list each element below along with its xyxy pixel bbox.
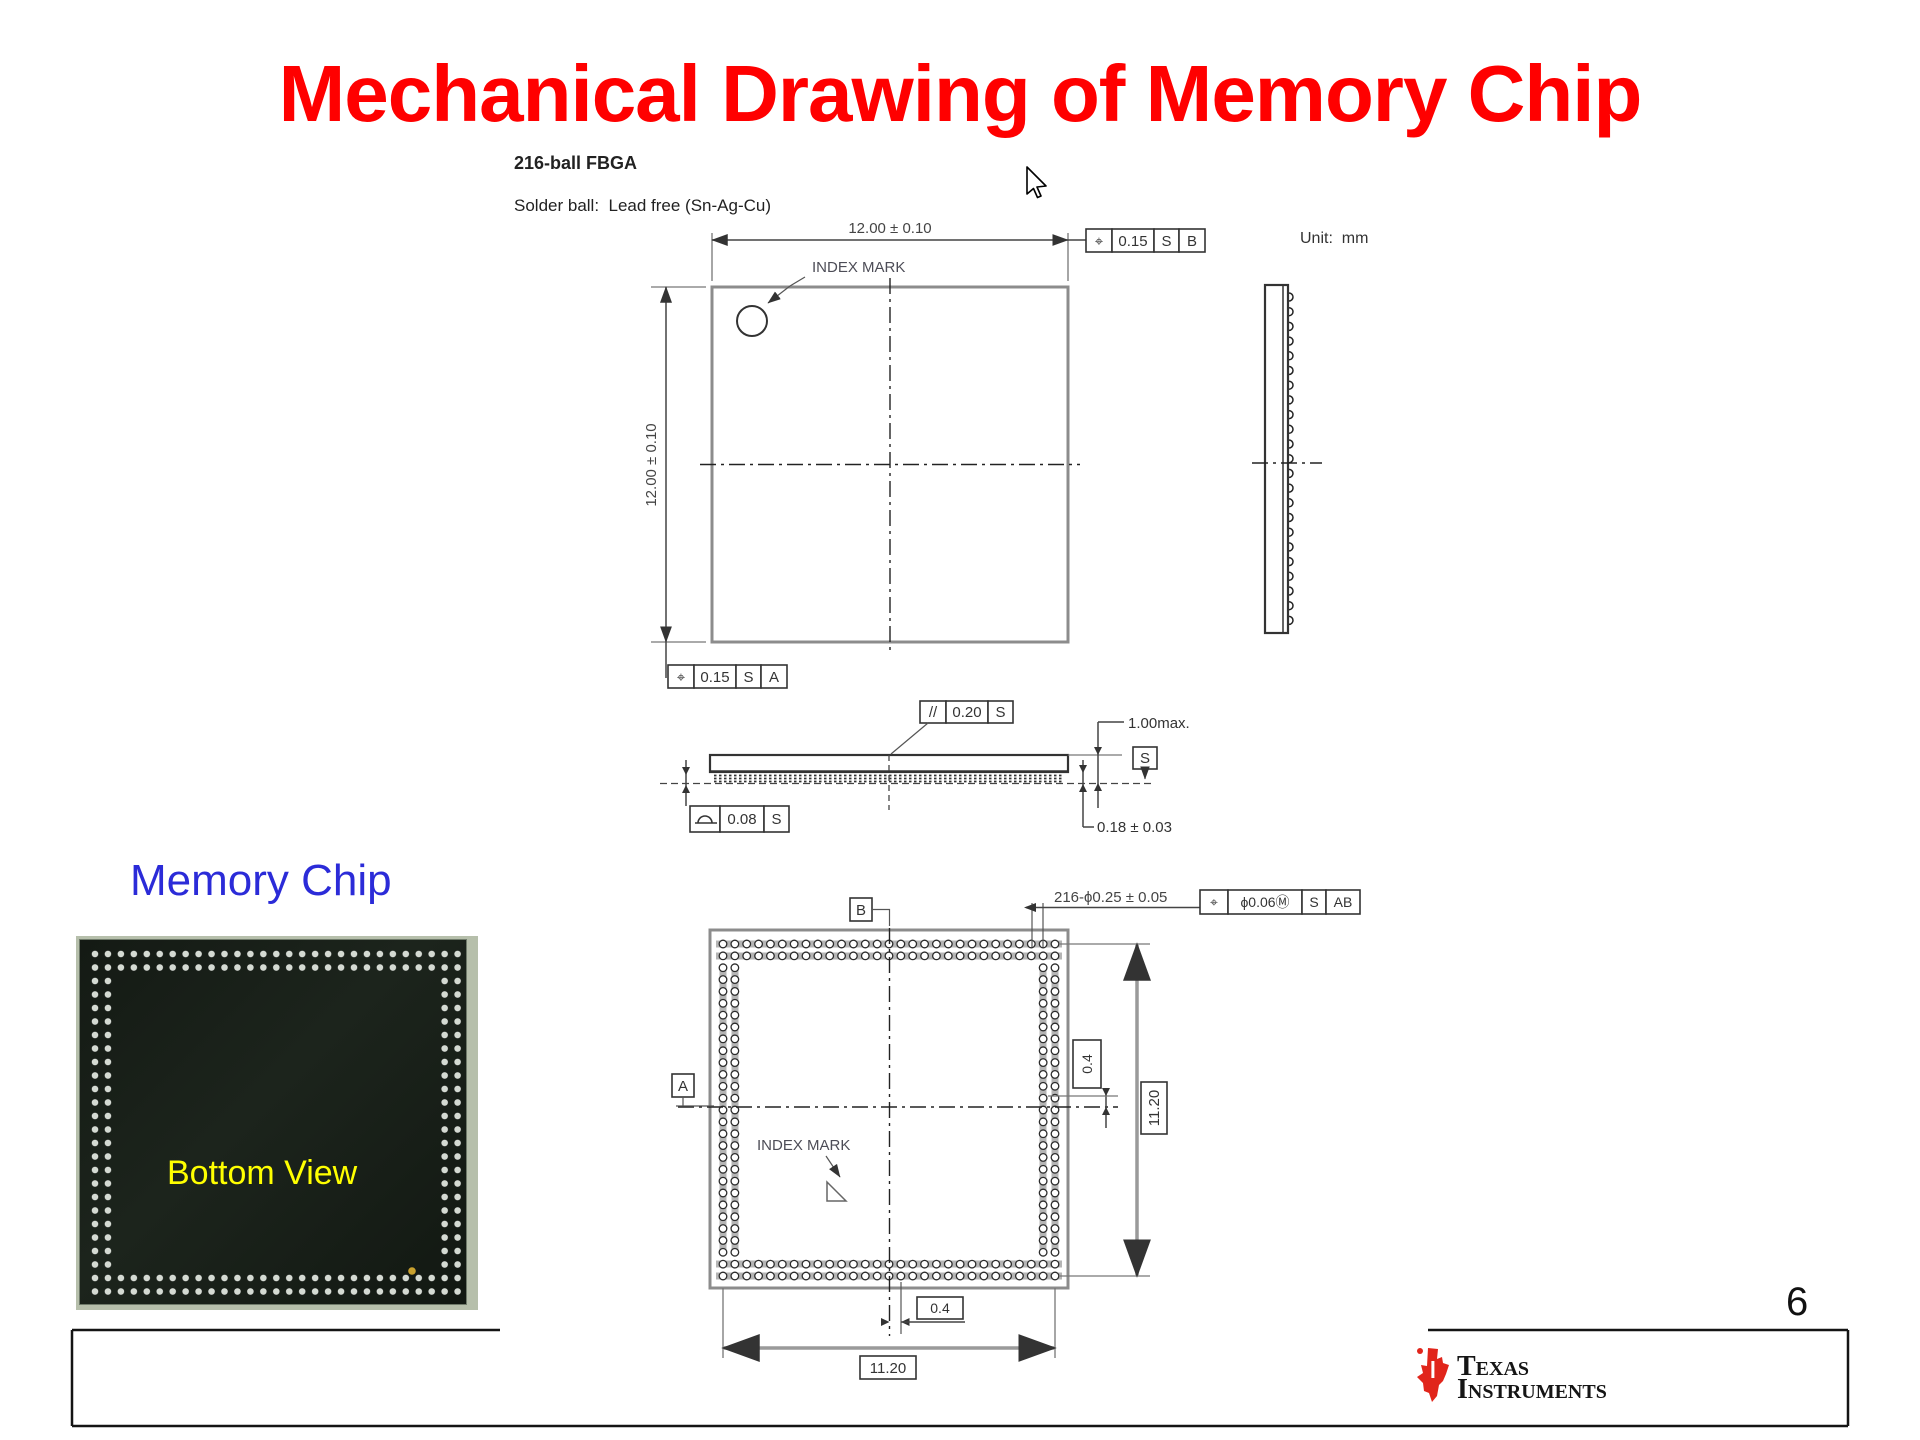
svg-text:B: B — [856, 902, 866, 919]
ti-texas-map-icon — [1417, 1348, 1449, 1402]
svg-text:ϕ0.06Ⓜ: ϕ0.06Ⓜ — [1240, 894, 1289, 910]
coplanarity-frame: 0.08 S — [689, 805, 790, 833]
svg-text:11.20: 11.20 — [870, 1360, 906, 1377]
svg-text:0.15: 0.15 — [1118, 233, 1147, 250]
datum-a-box: A — [671, 1073, 714, 1107]
svg-text:S: S — [995, 704, 1005, 721]
ball-callout: 216-ϕ0.25 ± 0.05 — [1024, 889, 1200, 947]
svg-text:0.4: 0.4 — [930, 1300, 950, 1316]
svg-text:S: S — [1140, 750, 1150, 767]
solder-ball-note: Solder ball: Lead free (Sn-Ag-Cu) — [514, 196, 772, 215]
parallelism-leader — [890, 722, 929, 755]
mouse-cursor-icon — [1026, 166, 1047, 199]
height-max-text: 1.00max. — [1128, 715, 1190, 732]
photo-ball-grid — [91, 950, 462, 1295]
bottom-view-caption: Bottom View — [167, 1154, 358, 1192]
parallelism-frame: // 0.20 S — [919, 700, 1014, 724]
seating-plane-box: S — [1132, 746, 1158, 780]
chip-body — [79, 939, 467, 1305]
span-dim-right: 11.20 — [1060, 942, 1168, 1278]
svg-text:0.08: 0.08 — [727, 811, 756, 828]
svg-text:S: S — [743, 669, 753, 686]
index-mark-leader — [767, 276, 806, 304]
svg-text:0.15: 0.15 — [700, 669, 729, 686]
unit-note: Unit: mm — [1300, 230, 1368, 247]
position-symbol-icon: ⌖ — [1095, 233, 1104, 250]
svg-text:S: S — [771, 811, 781, 828]
side-view — [1252, 283, 1322, 635]
ti-logo: Texas Instruments — [1416, 1346, 1607, 1404]
footer-frame — [70, 1328, 1850, 1428]
pitch-dim-right: 0.4 — [1048, 1039, 1118, 1128]
position-frame: ⌖ ϕ0.06Ⓜ S AB — [1199, 889, 1361, 915]
svg-text:0.4: 0.4 — [1079, 1054, 1095, 1074]
svg-text:S: S — [1309, 894, 1318, 910]
ball-callout-text: 216-ϕ0.25 ± 0.05 — [1054, 889, 1167, 906]
bottom-view: B A 216-ϕ0.25 ± 0.05 ⌖ ϕ0.06Ⓜ S AB — [671, 889, 1361, 1380]
position-symbol-icon: ⌖ — [1210, 894, 1218, 910]
photo-index-ball-icon — [408, 1267, 416, 1275]
standoff-text: 0.18 ± 0.03 — [1097, 819, 1172, 836]
top-view: 12.00 ± 0.10 12.00 ± 0.10 INDEX MARK ⌖ 0… — [643, 220, 1206, 689]
svg-text:11.20: 11.20 — [1146, 1090, 1163, 1126]
package-type-note: 216-ball FBGA — [514, 153, 638, 173]
index-mark-label-bottom: INDEX MARK — [757, 1137, 850, 1154]
chip-photo: Bottom View — [76, 936, 478, 1310]
position-symbol-icon: ⌖ — [677, 669, 686, 686]
seating-dome-icon — [695, 815, 717, 824]
svg-text:A: A — [769, 669, 779, 686]
ball-grid — [718, 939, 1060, 1281]
index-mark-label-top: INDEX MARK — [812, 259, 905, 276]
svg-text:B: B — [1187, 233, 1197, 250]
tolerance-frame-a: ⌖ 0.15 S A — [667, 664, 788, 689]
memory-chip-label: Memory Chip — [130, 856, 392, 905]
pitch-dim-bottom: 0.4 — [881, 1282, 965, 1334]
svg-text:AB: AB — [1334, 894, 1353, 910]
side-view-body — [1263, 283, 1290, 635]
index-mark-triangle-icon — [826, 1180, 848, 1202]
svg-text:S: S — [1161, 233, 1171, 250]
datum-b-box: B — [849, 897, 891, 926]
span-dim-bottom: 11.20 — [721, 1288, 1057, 1380]
ti-logo-text: Texas Instruments — [1457, 1351, 1607, 1405]
svg-text:A: A — [678, 1078, 688, 1095]
dim-height-text: 12.00 ± 0.10 — [643, 423, 660, 506]
page-number: 6 — [1786, 1280, 1809, 1324]
page-title: Mechanical Drawing of Memory Chip — [278, 49, 1643, 138]
parallel-symbol-icon: // — [929, 704, 938, 721]
cross-section-view: // 0.20 S 1.00max. S 0.18 ± 0.03 0.0 — [660, 700, 1190, 836]
index-mark-circle-icon — [736, 305, 768, 337]
svg-text:0.20: 0.20 — [952, 704, 981, 721]
tolerance-frame-b: ⌖ 0.15 S B — [1085, 228, 1206, 253]
dim-width-text: 12.00 ± 0.10 — [848, 220, 931, 237]
